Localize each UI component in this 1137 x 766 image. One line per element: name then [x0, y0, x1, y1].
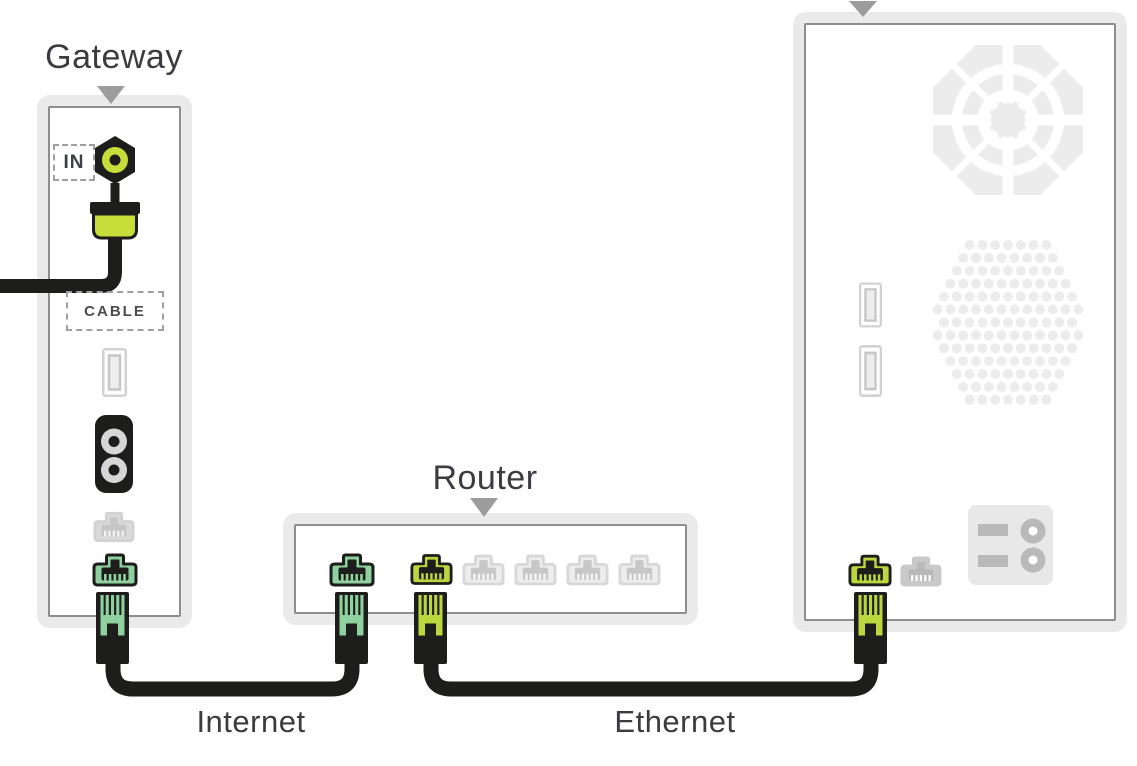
computer-usb-port-2-icon	[859, 345, 882, 397]
gateway-usb-port-icon	[102, 348, 127, 397]
ethernet-cable	[423, 648, 879, 697]
computer-ethernet-port-gray-icon	[900, 556, 942, 587]
computer-usb-port-1-icon	[859, 280, 882, 330]
gateway-label: Gateway	[45, 38, 183, 76]
power-inlet-icon	[95, 415, 133, 493]
gateway-ethernet-plug-icon	[96, 592, 129, 664]
computer-pointer-arrow-icon	[849, 1, 877, 17]
router-internet-port-icon	[329, 553, 375, 587]
coax-connector-icon	[0, 136, 140, 293]
router-lan-port-4-icon	[566, 554, 609, 586]
router-lan-port-green-icon	[410, 553, 453, 586]
router-ethernet-plug-icon	[414, 592, 447, 664]
fan-grille-icon	[930, 42, 1086, 198]
gateway-ethernet-port-green-icon	[92, 553, 138, 587]
coax-in-label-box: IN	[53, 144, 95, 181]
router-pointer-arrow-icon	[470, 498, 498, 517]
internet-cable-label: Internet	[196, 704, 306, 739]
router-lan-port-5-icon	[618, 554, 661, 586]
computer-ethernet-port-green-icon	[848, 554, 892, 587]
coax-in-label: IN	[63, 151, 85, 173]
gateway-pointer-arrow-icon	[97, 86, 125, 104]
cable-label: CABLE	[84, 302, 146, 320]
computer-ethernet-plug-icon	[854, 592, 887, 664]
ethernet-cable-label: Ethernet	[614, 704, 736, 739]
router-lan-port-2-icon	[462, 554, 505, 586]
router-internet-plug-icon	[335, 592, 368, 664]
cable-label-box: CABLE	[66, 291, 164, 331]
power-socket-icon	[968, 505, 1053, 585]
gateway-ethernet-port-gray-icon	[93, 511, 135, 543]
router-label: Router	[432, 459, 538, 497]
router-lan-port-3-icon	[514, 554, 557, 586]
vent-holes	[932, 240, 1084, 405]
